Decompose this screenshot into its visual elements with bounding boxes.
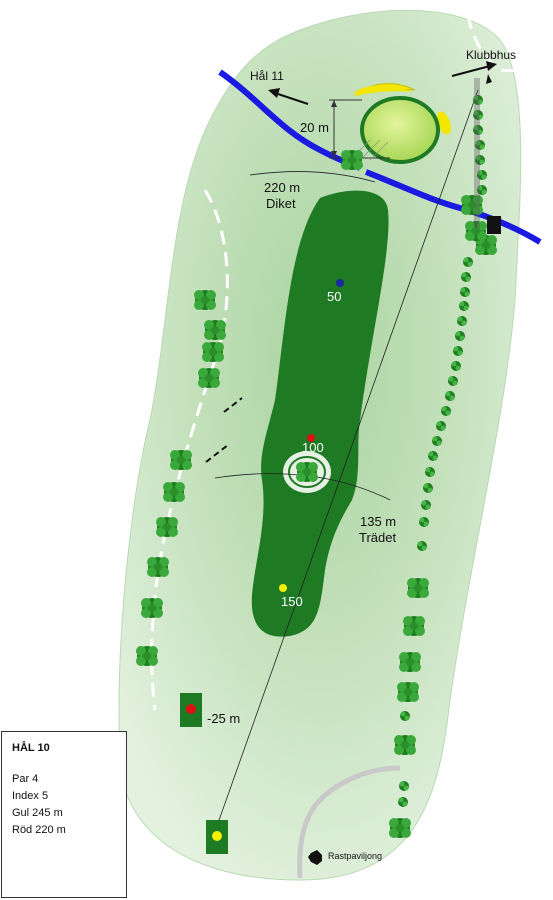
hole-index: Index 5 (12, 790, 49, 802)
bunker-right (437, 111, 451, 135)
label-tree-distance: 135 m (360, 514, 396, 529)
the-tree (296, 462, 318, 482)
cart-path (297, 765, 401, 879)
fairway (251, 190, 389, 637)
label-ditch-name: Diket (266, 196, 296, 211)
marker-150-dot (279, 584, 287, 592)
hole-red-length: Röd 220 m (12, 824, 66, 836)
rest-pavilion-icon (308, 850, 322, 865)
marker-100-label: 100 (302, 440, 324, 455)
label-ditch-distance: 220 m (264, 180, 300, 195)
arrow-next-hole (268, 88, 309, 105)
arc-220 (249, 171, 376, 183)
label-tree-name: Trädet (359, 530, 396, 545)
ditch-part-2 (364, 169, 542, 245)
hole-par: Par 4 (12, 773, 39, 785)
marker-100-dot (307, 434, 315, 442)
marker-50-label: 50 (327, 289, 341, 304)
bunker-top-2 (355, 85, 412, 96)
label-clubhouse: Klubbhus (466, 48, 516, 62)
out-of-bounds-line-top (466, 14, 553, 72)
marker-150-label: 150 (281, 594, 303, 609)
play-line (211, 89, 479, 841)
hole-info-box: HÅL 10 Par 4 Index 5 Gul 245 m Röd 220 m (1, 731, 127, 898)
label-red-tee-offset: -25 m (207, 711, 240, 726)
label-rest-pavilion: Rastpaviljong (328, 851, 382, 861)
arrow-clubhouse (451, 61, 497, 77)
green (360, 96, 440, 164)
marker-50-dot (336, 279, 344, 287)
hole-title: HÅL 10 (12, 742, 50, 754)
label-green-depth: 20 m (300, 120, 329, 135)
hole-yellow-length: Gul 245 m (12, 807, 63, 819)
clubhouse-building (487, 216, 501, 234)
label-next-hole: Hål 11 (250, 69, 284, 83)
